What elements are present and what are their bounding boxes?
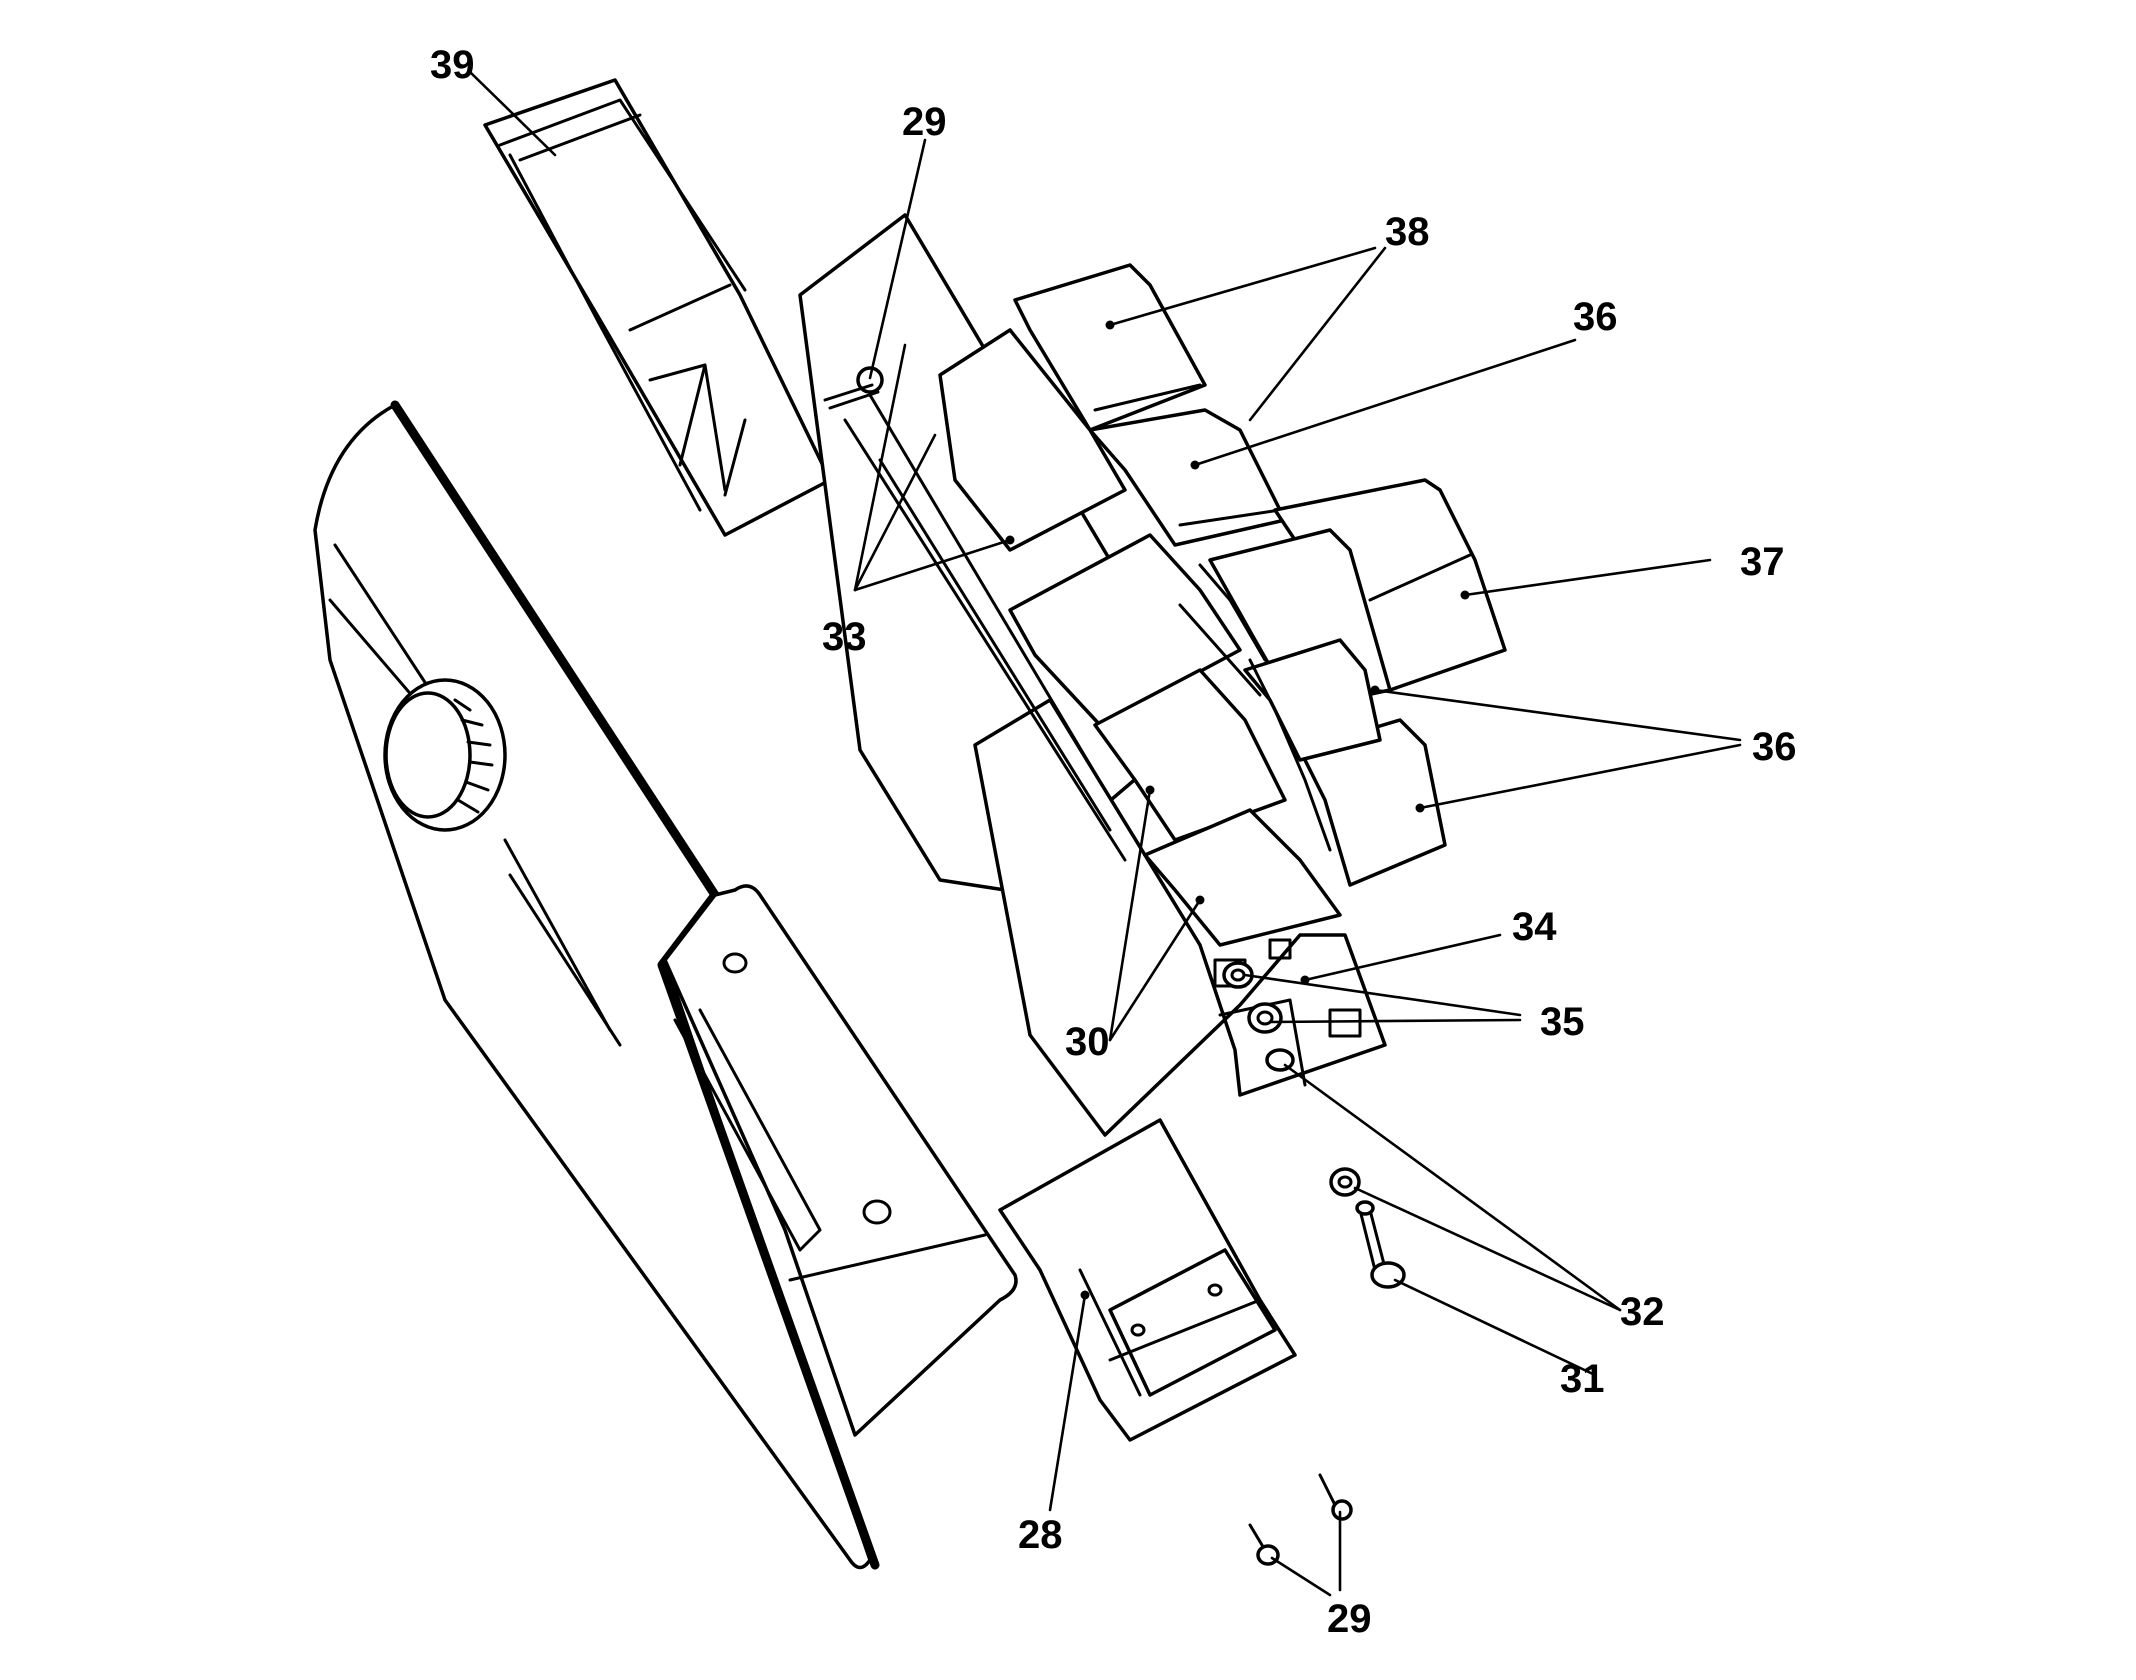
callout-29-top: 29 [902,100,947,144]
switch-stack [938,263,1507,947]
leader-lines [468,70,1742,1597]
part-28-bracket [998,1118,1297,1442]
callout-29-bottom: 29 [1327,1597,1372,1641]
callout-38: 38 [1385,210,1430,254]
callout-36-lower: 36 [1752,725,1797,769]
callout-39: 39 [430,43,475,87]
callout-28: 28 [1018,1513,1063,1557]
callout-33: 33 [822,615,867,659]
callout-34: 34 [1512,905,1557,949]
callout-32: 32 [1620,1290,1665,1334]
part-39-trim-piece [483,78,832,537]
large-side-panel [313,400,1018,1570]
callout-35: 35 [1540,1000,1585,1044]
callout-31: 31 [1560,1357,1605,1401]
leader-dots [1005,320,1470,1300]
callout-37: 37 [1740,540,1785,584]
fasteners [823,366,1406,1566]
callout-36-top: 36 [1573,295,1618,339]
callout-labels: 39 29 38 36 37 36 33 34 35 30 32 31 28 2… [430,43,1797,1641]
callout-30: 30 [1065,1020,1110,1064]
